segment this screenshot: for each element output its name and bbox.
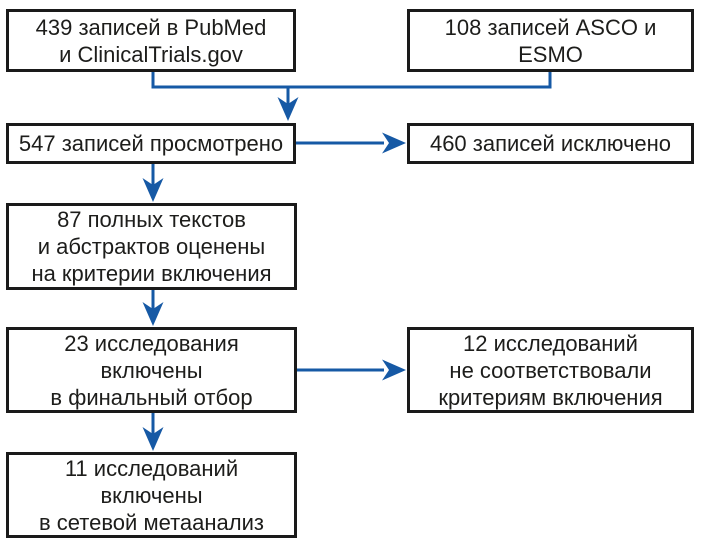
- arrowhead-down-icon: [142, 427, 164, 451]
- arrowhead-down-icon: [142, 302, 164, 326]
- box-studies-network-meta-text: 11 исследований включены в сетевой метаа…: [39, 455, 264, 535]
- connector-fulltexts-to-final: [142, 290, 164, 326]
- box-fulltexts-assessed-text: 87 полных текстов и абстрактов оценены н…: [31, 207, 272, 286]
- arrowhead-right-icon: [382, 359, 406, 381]
- connector-screened-to-excluded: [296, 132, 406, 154]
- box-records-screened: 547 записей просмотрено: [6, 123, 296, 164]
- box-studies-final-selection-text: 23 исследования включены в финальный отб…: [50, 330, 253, 410]
- box-records-asco-esmo: 108 записей ASCO и ESMO: [407, 9, 694, 72]
- box-records-pubmed-ct-text: 439 записей в PubMed и ClinicalTrials.go…: [35, 14, 267, 67]
- arrowhead-right-icon: [382, 132, 406, 154]
- arrowhead-down-icon: [142, 178, 164, 202]
- box-studies-not-eligible-text: 12 исследований не соответствовали крите…: [438, 330, 663, 410]
- box-fulltexts-assessed: 87 полных текстов и абстрактов оценены н…: [6, 203, 297, 290]
- box-records-excluded: 460 записей исключено: [407, 123, 694, 164]
- connector-final-to-noteligible: [297, 359, 406, 381]
- merge-line: [151, 71, 552, 89]
- arrowhead-down-into-screened: [277, 97, 299, 121]
- box-studies-final-selection: 23 исследования включены в финальный отб…: [6, 327, 297, 413]
- box-records-pubmed-ct: 439 записей в PubMed и ClinicalTrials.go…: [6, 9, 296, 72]
- box-studies-not-eligible: 12 исследований не соответствовали крите…: [407, 327, 694, 413]
- box-records-screened-text: 547 записей просмотрено: [18, 131, 284, 156]
- box-records-asco-esmo-text: 108 записей ASCO и ESMO: [444, 14, 657, 67]
- connector-screened-to-fulltexts: [142, 164, 164, 202]
- connector-final-to-network: [142, 413, 164, 451]
- connector-merge-sources: [151, 71, 552, 121]
- box-studies-network-meta: 11 исследований включены в сетевой метаа…: [6, 452, 297, 538]
- box-records-excluded-text: 460 записей исключено: [429, 131, 672, 156]
